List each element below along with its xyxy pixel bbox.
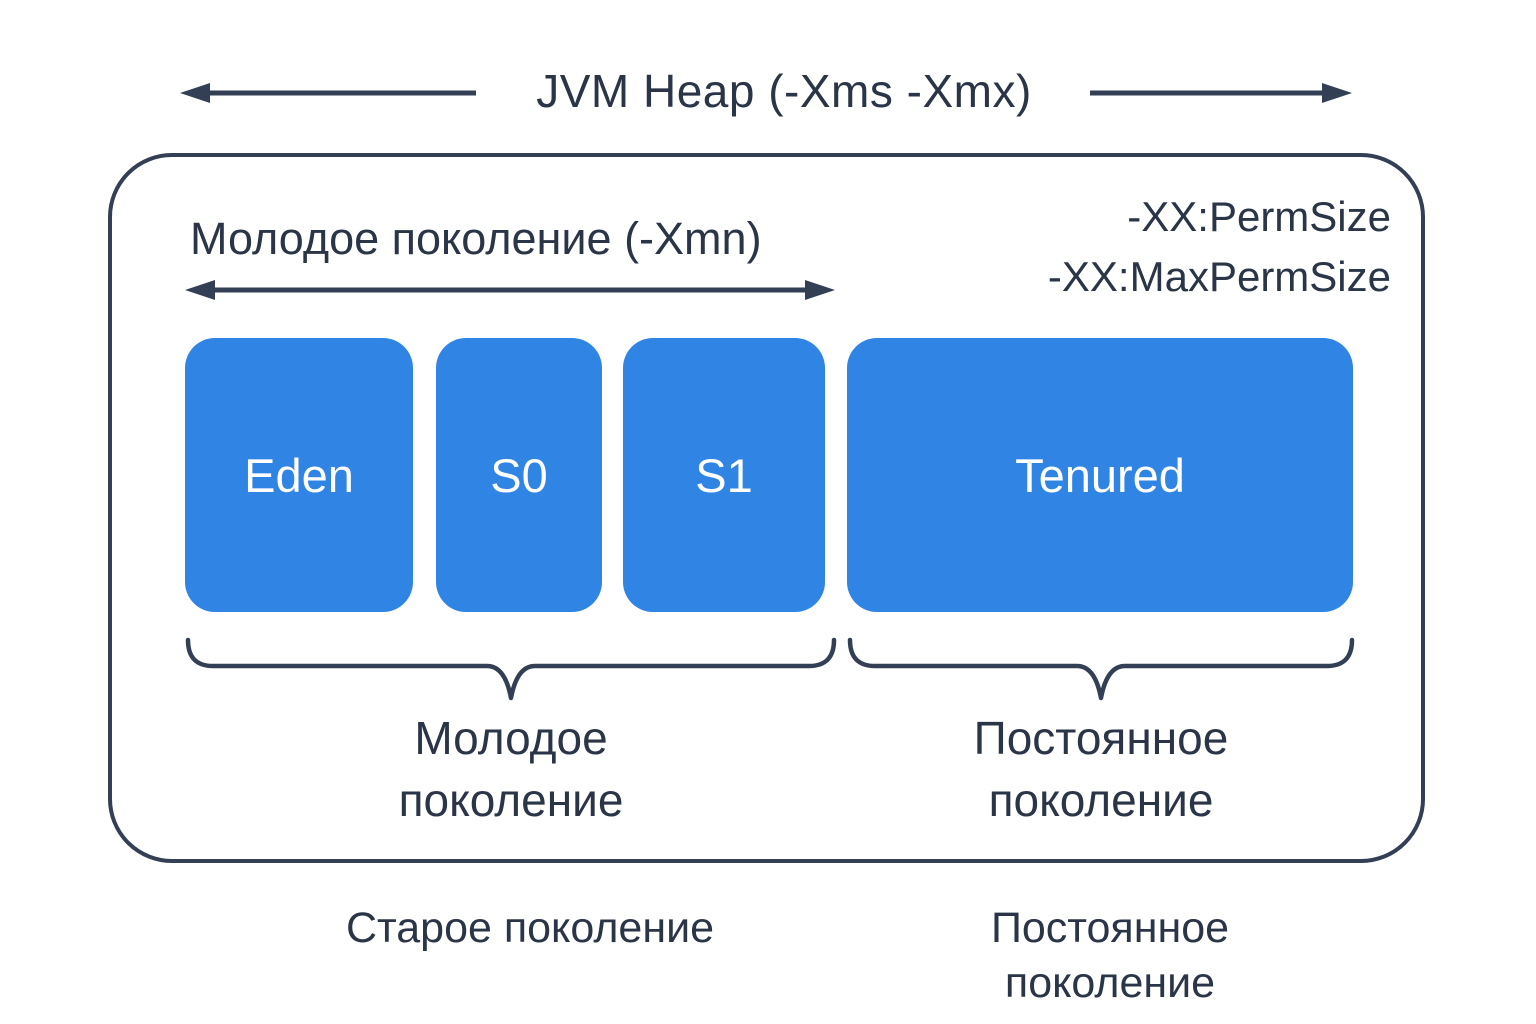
region-s0: S0	[436, 338, 602, 612]
permanent-generation-brace-icon	[847, 637, 1355, 701]
region-s1-label: S1	[695, 448, 753, 502]
young-generation-brace-icon	[185, 637, 837, 701]
heap-container: Молодое поколение (-Xmn) -XX:PermSize -X…	[108, 153, 1425, 863]
permanent-generation-footer-label: Постоянное поколение	[860, 901, 1360, 1011]
young-generation-xmn-label: Молодое поколение (-Xmn)	[190, 213, 762, 264]
permanent-generation-label-line1: Постоянное	[973, 712, 1229, 764]
perm-size-label: -XX:PermSize	[1127, 193, 1391, 240]
old-generation-footer-label: Старое поколение	[345, 904, 715, 952]
max-perm-size-label: -XX:MaxPermSize	[1047, 253, 1391, 300]
right-arrow-icon	[1090, 83, 1352, 103]
perm-size-options: -XX:PermSize -XX:MaxPermSize	[1048, 187, 1391, 307]
young-generation-label-line1: Молодое	[414, 712, 608, 764]
permanent-generation-footer-line1: Постоянное	[990, 904, 1230, 952]
page-title: JVM Heap (-Xms -Xmx)	[536, 65, 1032, 117]
permanent-generation-label-line2: поколение	[988, 774, 1214, 826]
region-s1: S1	[623, 338, 825, 612]
region-tenured: Tenured	[847, 338, 1353, 612]
region-s0-label: S0	[490, 448, 548, 502]
region-eden-label: Eden	[244, 448, 354, 502]
region-tenured-label: Tenured	[1015, 448, 1185, 502]
left-arrow-icon	[180, 83, 476, 103]
young-generation-label-line2: поколение	[398, 774, 624, 826]
young-generation-label: Молодое поколение	[185, 707, 837, 831]
region-eden: Eden	[185, 338, 413, 612]
permanent-generation-footer-line2: поколение	[1004, 959, 1216, 1007]
young-generation-span-arrow-icon	[185, 280, 835, 300]
permanent-generation-label: Постоянное поколение	[847, 707, 1355, 831]
